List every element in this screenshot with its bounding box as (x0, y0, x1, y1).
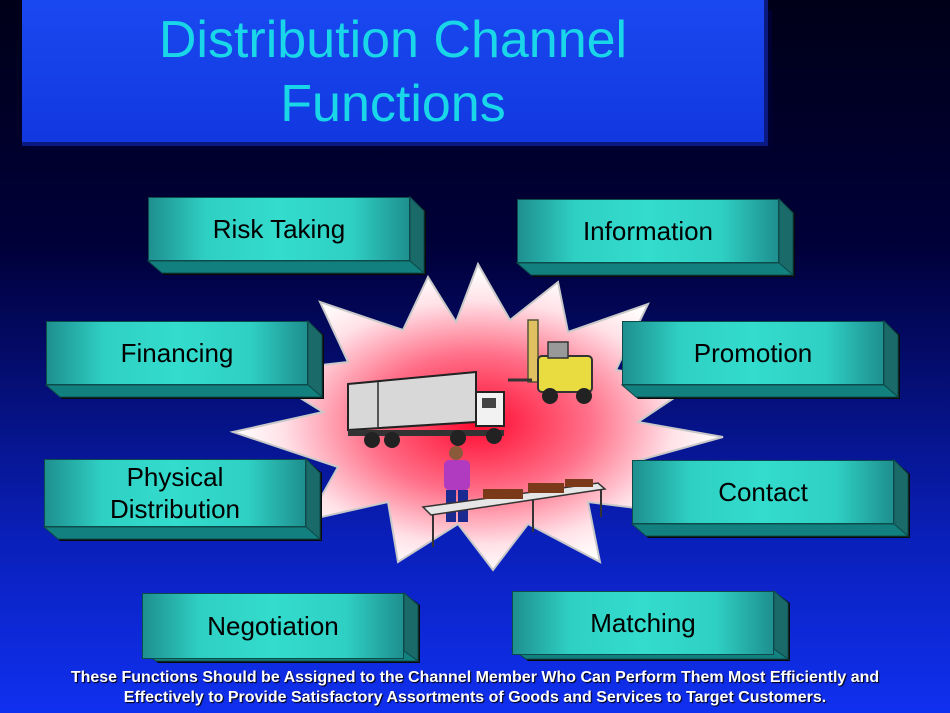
central-starburst (229, 262, 724, 572)
forklift-icon (508, 319, 593, 404)
physical-distribution-line2: Distribution (109, 494, 241, 524)
footer-note: These Functions Should be Assigned to th… (0, 668, 950, 708)
footer-line2: Effectively to Provide Satisfactory Asso… (123, 689, 827, 706)
slide-title-line1: Distribution Channel (158, 11, 628, 69)
conveyor-table-icon (421, 479, 607, 547)
financing-label: Financing (46, 321, 308, 385)
physical-distribution-label: Physical Distribution (44, 459, 306, 527)
promotion-label: Promotion (622, 321, 884, 385)
risk-taking-label: Risk Taking (148, 197, 410, 261)
slide-title-line2: Functions (280, 75, 506, 133)
information-label: Information (517, 199, 779, 263)
matching-label: Matching (512, 591, 774, 655)
negotiation-label: Negotiation (142, 593, 404, 659)
contact-label: Contact (632, 460, 894, 524)
truck-icon (347, 370, 505, 448)
footer-line1: These Functions Should be Assigned to th… (70, 669, 880, 686)
physical-distribution-line1: Physical (126, 462, 224, 492)
